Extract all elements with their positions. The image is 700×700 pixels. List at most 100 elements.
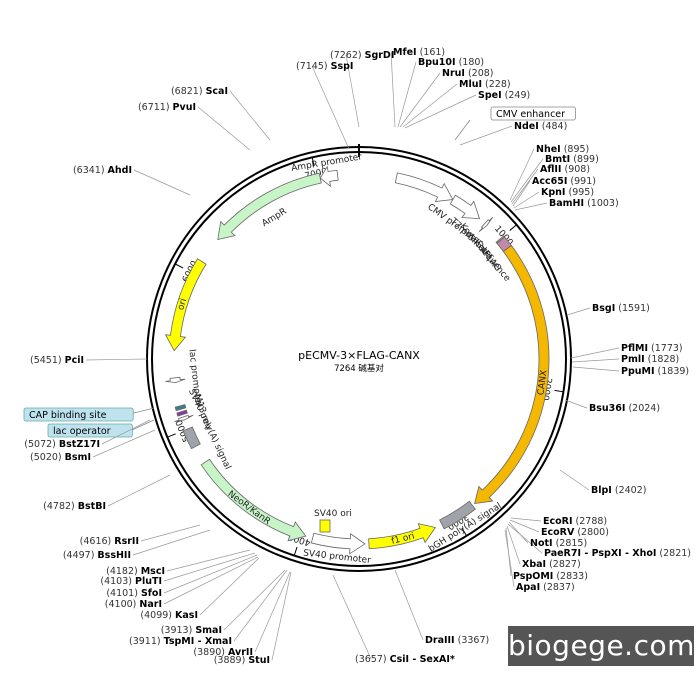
- feature-canx: [474, 244, 550, 504]
- site-name: NheI: [536, 144, 561, 155]
- feature-label: SV40 ori: [314, 509, 352, 519]
- site-leader: [571, 358, 620, 363]
- site-position: (161): [417, 47, 446, 58]
- site-position: (6821): [171, 86, 206, 97]
- restriction-site-label: (4182) MscI: [106, 566, 165, 577]
- site-leader: [511, 168, 539, 205]
- site-name: MfeI: [393, 47, 417, 58]
- feature-lac-operator: [176, 409, 188, 417]
- restriction-site-label: SpeI (249): [478, 90, 530, 101]
- leader-line: [129, 407, 155, 415]
- feature-ori: [164, 258, 207, 352]
- site-name: ApaI: [516, 582, 540, 593]
- feature-ampr-promoter: [319, 165, 339, 188]
- restriction-site-label: EcoRI (2788): [543, 516, 607, 527]
- restriction-site-label: PflMI (1773): [621, 343, 683, 354]
- site-position: (249): [502, 90, 531, 101]
- site-name: EcoRV: [541, 527, 575, 538]
- site-name: ScaI: [206, 86, 228, 97]
- restriction-site-label: MluI (228): [459, 79, 511, 90]
- site-leader: [510, 517, 542, 522]
- site-position: (895): [561, 144, 590, 155]
- restriction-site-label: PpuMI (1839): [621, 366, 689, 377]
- restriction-site-label: PmlI (1828): [621, 354, 679, 365]
- site-name: Bpu10I: [418, 57, 456, 68]
- tick-mark: [293, 546, 298, 556]
- site-position: (3890): [193, 647, 228, 658]
- site-name: PluTI: [135, 576, 162, 587]
- restriction-site-label: (3889) StuI: [214, 655, 270, 666]
- site-position: (2833): [553, 571, 588, 582]
- watermark: biogege.com: [508, 626, 694, 666]
- feature-m13-rev: [174, 414, 194, 423]
- site-leader: [345, 54, 360, 128]
- site-leader: [133, 169, 191, 196]
- restriction-site-label: (5020) BsmI: [30, 452, 91, 463]
- site-position: (4099): [140, 610, 175, 621]
- restriction-site-label: BlpI (2402): [591, 485, 646, 496]
- site-leader: [394, 569, 424, 641]
- site-name: XbaI: [522, 559, 546, 570]
- site-name: AvrII: [228, 647, 253, 658]
- site-name: AhdI: [108, 165, 132, 176]
- site-position: (2024): [625, 403, 660, 414]
- feature-label: CAP binding site: [29, 410, 107, 421]
- site-position: (2800): [574, 527, 609, 538]
- restriction-site-label: EcoRV (2800): [541, 527, 609, 538]
- feature-label: NeoR/KanR: [226, 489, 272, 527]
- site-position: (2821): [656, 548, 691, 559]
- site-position: (991): [567, 176, 596, 187]
- restriction-site-label: (5072) BstZ17I: [24, 439, 100, 450]
- site-name: DraIII: [425, 635, 455, 646]
- site-leader: [233, 569, 288, 642]
- site-position: (3367): [455, 635, 490, 646]
- site-leader: [508, 521, 529, 544]
- site-position: (484): [539, 121, 568, 132]
- site-position: (1839): [655, 366, 690, 377]
- site-name: TspMI - XmaI: [164, 636, 232, 647]
- site-leader: [85, 358, 148, 361]
- site-position: (3657): [355, 654, 390, 665]
- site-position: (180): [456, 57, 485, 68]
- restriction-site-label: (4103) PluTI: [100, 576, 162, 587]
- restriction-site-label: PaeR7I - PspXI - XhoI (2821): [544, 548, 691, 559]
- site-position: (4616): [80, 536, 115, 547]
- feature-sv40-promoter: [310, 532, 366, 555]
- feature-bgh-poly-a-signal: [439, 500, 476, 530]
- site-name: NotI: [530, 538, 553, 549]
- site-position: (4101): [106, 588, 141, 599]
- tick-mark: [174, 263, 184, 269]
- site-name: MscI: [141, 566, 165, 577]
- site-position: (1591): [615, 303, 650, 314]
- site-name: AflII: [540, 164, 561, 175]
- restriction-site-label: BsgI (1591): [592, 303, 650, 314]
- restriction-site-label: (3913) SmaI: [161, 625, 222, 636]
- site-position: (2402): [612, 485, 647, 496]
- feature-label: M13 rev: [192, 393, 213, 431]
- feature-t7-promoter: [478, 216, 494, 232]
- site-leader: [254, 571, 291, 653]
- site-name: PspOMI: [513, 571, 553, 582]
- site-leader: [399, 72, 441, 128]
- restriction-site-label: (5451) PciI: [30, 355, 84, 366]
- site-position: (7262): [330, 50, 365, 61]
- site-name: KpnI: [541, 187, 565, 198]
- site-leader: [163, 552, 256, 582]
- feature-label: f1 ori: [390, 532, 415, 547]
- site-position: (5072): [24, 439, 59, 450]
- site-position: (6711): [138, 102, 173, 113]
- site-name: NdeI: [514, 121, 539, 132]
- site-position: (5451): [30, 355, 65, 366]
- site-name: BamHI: [549, 198, 584, 209]
- restriction-site-label: NdeI (484): [514, 121, 567, 132]
- site-leader: [507, 523, 543, 554]
- site-name: SmaI: [195, 625, 222, 636]
- site-leader: [509, 519, 540, 533]
- site-leader: [510, 158, 544, 203]
- feature-label: ori: [176, 297, 189, 311]
- site-position: (4100): [105, 599, 140, 610]
- label-box: [47, 423, 133, 438]
- site-name: Bsu36I: [589, 403, 625, 414]
- restriction-site-label: Bsu36I (2024): [589, 403, 660, 414]
- site-name: PaeR7I - PspXI - XhoI: [544, 548, 656, 559]
